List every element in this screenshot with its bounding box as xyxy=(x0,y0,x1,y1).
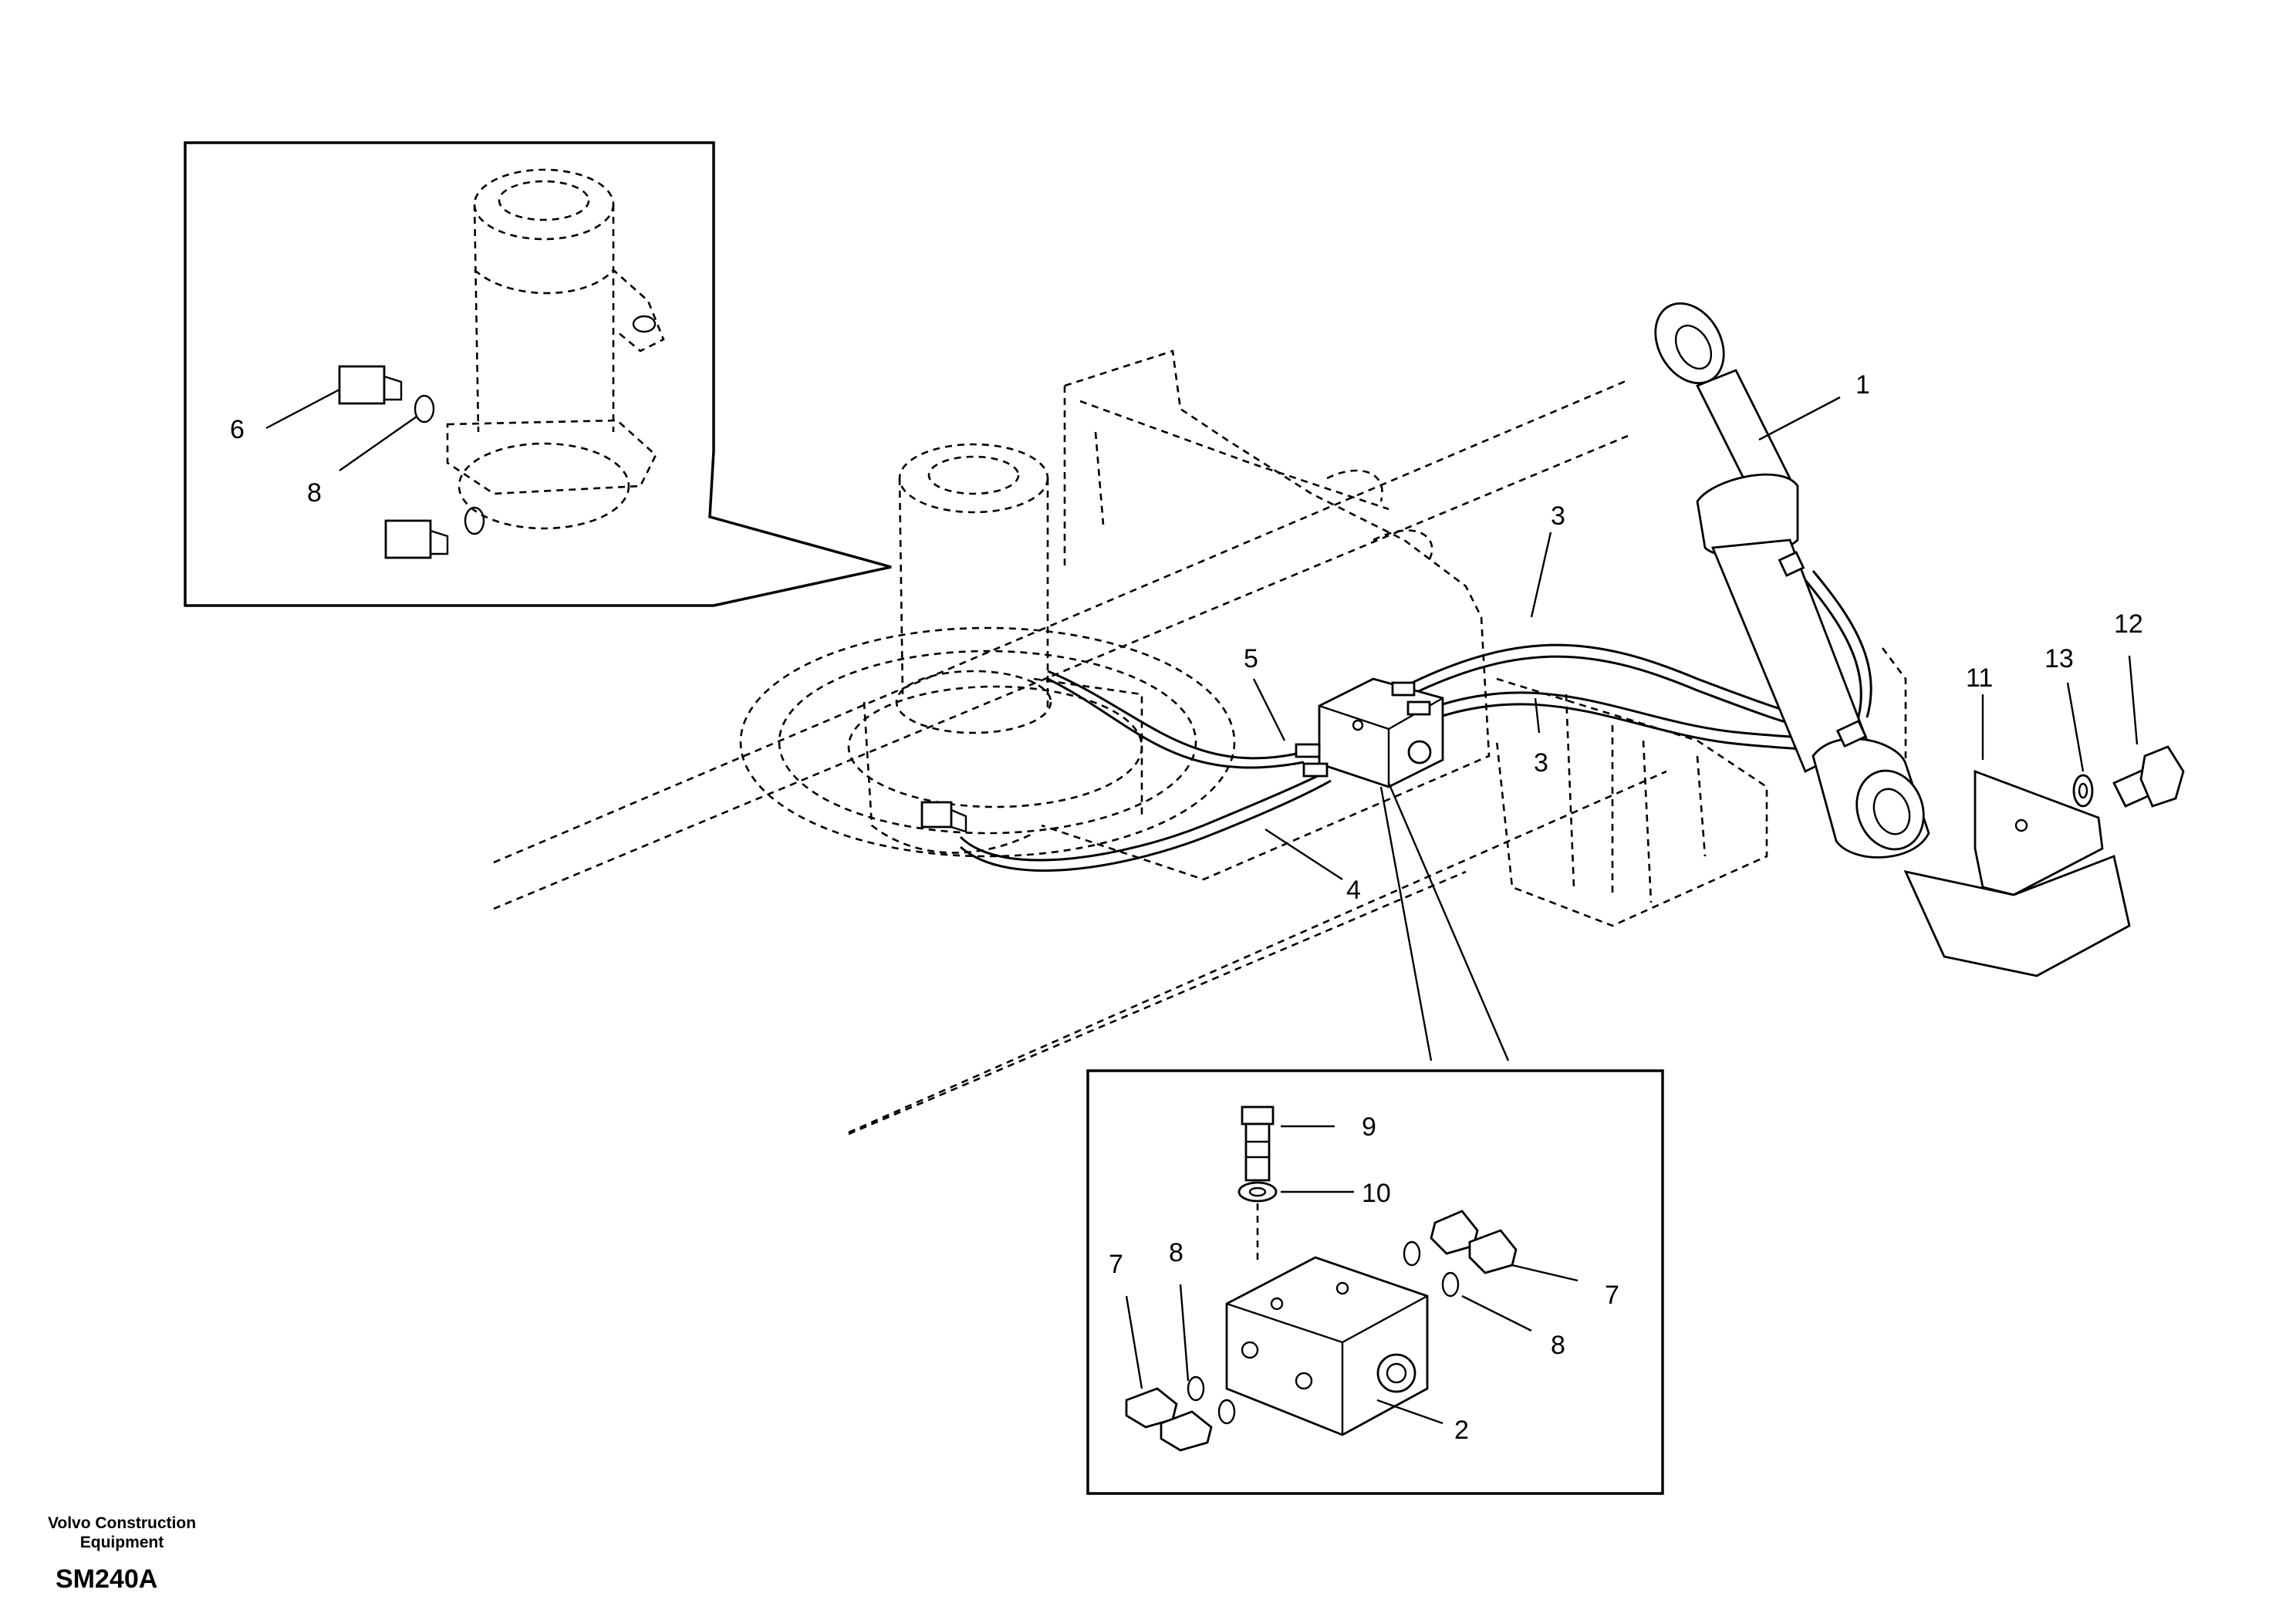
callout-1: 1 xyxy=(1855,370,1870,400)
callout-3-upper: 3 xyxy=(1551,501,1565,531)
callout-7-left: 7 xyxy=(1109,1250,1123,1279)
company-name-line2: Equipment xyxy=(79,1534,164,1551)
callout-9: 9 xyxy=(1362,1112,1376,1142)
inset-valve-detail xyxy=(1086,1069,1664,1495)
callout-8-top: 8 xyxy=(307,478,322,508)
inset-swivel-detail xyxy=(184,141,892,607)
drawing-code: SM240A xyxy=(56,1564,158,1594)
company-name-line1: Volvo Construction xyxy=(47,1514,197,1532)
machine-body-outline xyxy=(493,349,1907,1136)
callout-leaders xyxy=(1252,396,2139,1061)
hydraulic-cylinder xyxy=(1654,302,1930,859)
footer-branding: Volvo Construction Equipment SM240A xyxy=(29,1514,214,1594)
callout-5: 5 xyxy=(1244,644,1258,673)
callout-6: 6 xyxy=(230,415,245,444)
washer-and-bolt xyxy=(2072,745,2185,808)
bracket xyxy=(1903,769,2131,977)
callout-8-right: 8 xyxy=(1551,1331,1565,1360)
callout-2: 2 xyxy=(1454,1416,1469,1445)
callout-7-right: 7 xyxy=(1605,1281,1619,1310)
pressure-sensor-main xyxy=(920,801,967,833)
callout-10: 10 xyxy=(1362,1179,1391,1208)
callout-13: 13 xyxy=(2044,644,2074,673)
valve-block xyxy=(1295,677,1444,788)
callout-8-left: 8 xyxy=(1169,1238,1183,1267)
callout-11: 11 xyxy=(1966,663,1993,693)
callout-12: 12 xyxy=(2114,609,2143,639)
callout-3-lower: 3 xyxy=(1534,748,1548,778)
callout-labels: 1 3 3 4 5 11 12 13 6 8 9 10 7 8 7 8 2 xyxy=(230,370,2143,1445)
callout-4: 4 xyxy=(1346,876,1361,905)
